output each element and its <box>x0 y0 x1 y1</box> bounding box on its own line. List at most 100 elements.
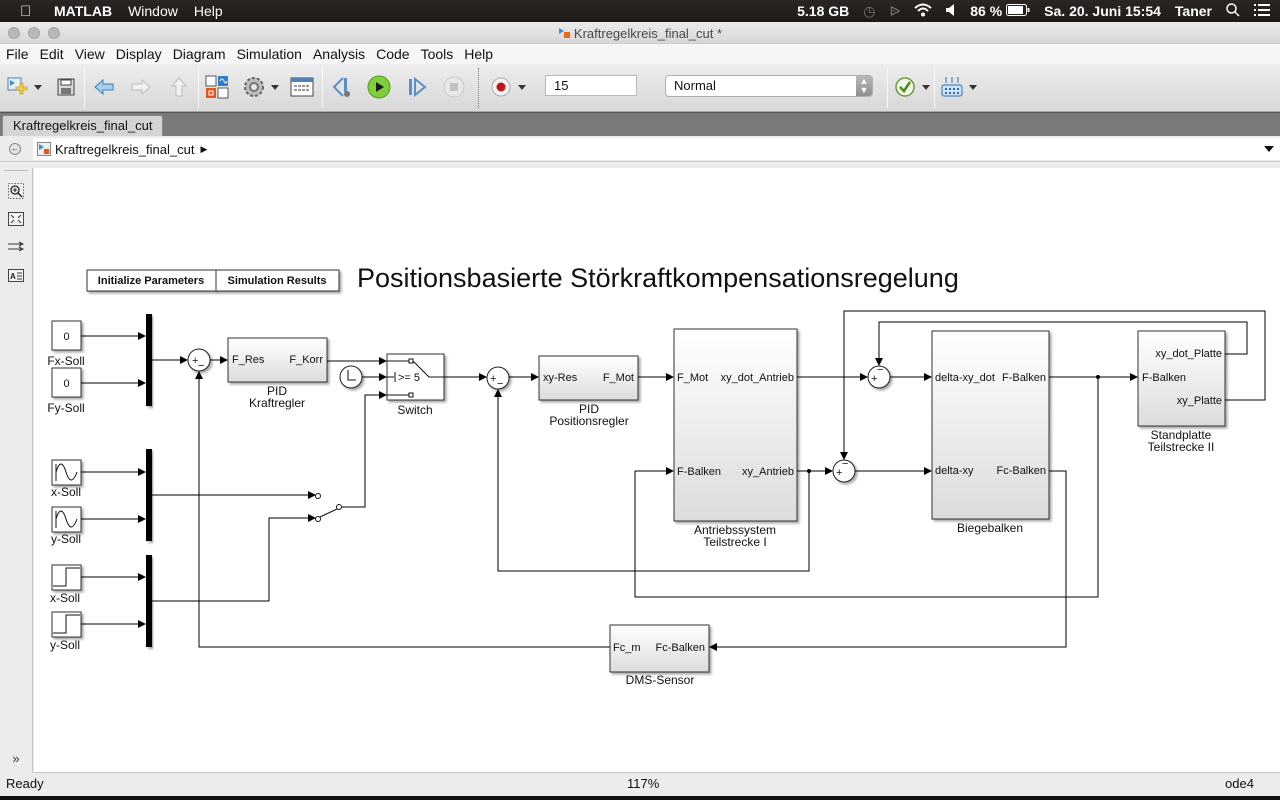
window-titlebar[interactable]: Kraftregelkreis_final_cut * <box>0 22 1280 44</box>
new-model-dropdown[interactable] <box>34 85 42 90</box>
toolbar: 15 Normal ▲▼ <box>0 64 1280 112</box>
stop-time-input[interactable]: 15 <box>545 75 637 96</box>
sum-position[interactable]: + − <box>486 366 510 390</box>
os-menu-help[interactable]: Help <box>193 3 223 19</box>
constant-fx-block[interactable]: 0 Fx-Soll <box>47 320 85 368</box>
app-menu[interactable]: MATLAB <box>54 3 113 19</box>
step-forward-button[interactable] <box>404 74 430 100</box>
mux-sine[interactable] <box>146 449 152 541</box>
forward-button[interactable] <box>128 74 154 100</box>
tab-model[interactable]: Kraftregelkreis_final_cut <box>2 115 164 136</box>
library-browser-button[interactable] <box>204 74 230 100</box>
bluetooth-icon[interactable]: ᐉ <box>889 2 901 19</box>
record-button[interactable] <box>488 74 514 100</box>
battery-percent: 86 % <box>970 3 1003 19</box>
breadcrumb: Kraftregelkreis_final_cut ▶ <box>33 138 1280 160</box>
simulink-model-icon <box>37 142 51 156</box>
sine-y-block[interactable]: y-Soll <box>51 506 82 546</box>
os-menu-window[interactable]: Window <box>128 3 178 19</box>
up-button[interactable] <box>166 74 192 100</box>
save-button[interactable] <box>53 74 79 100</box>
back-button[interactable] <box>91 74 117 100</box>
breadcrumb-dropdown-icon[interactable] <box>1264 146 1274 152</box>
sim-results-button[interactable]: Simulation Results <box>215 269 340 292</box>
sum-force[interactable]: + − <box>187 348 211 372</box>
time-machine-icon[interactable]: ◷ <box>863 2 876 19</box>
model-explorer-button[interactable] <box>289 74 315 100</box>
step-icon <box>53 567 80 587</box>
clock[interactable]: Sa. 20. Juni 15:54 <box>1044 3 1161 19</box>
fit-view-icon <box>8 212 24 226</box>
model-config-button[interactable] <box>241 74 267 100</box>
menu-file[interactable]: File <box>6 46 29 62</box>
menu-edit[interactable]: Edit <box>39 46 64 62</box>
zoom-window-button[interactable] <box>48 26 60 39</box>
model-config-dropdown[interactable] <box>271 85 279 90</box>
sum-velocity[interactable]: + − <box>867 364 891 389</box>
step-y-block[interactable]: y-Soll <box>50 611 82 652</box>
wifi-icon[interactable] <box>914 3 932 20</box>
sine-x-block[interactable]: x-Soll <box>51 459 82 499</box>
apple-icon[interactable]:  <box>20 3 54 20</box>
menu-display[interactable]: Display <box>115 46 162 62</box>
constant-fy-block[interactable]: 0 Fy-Soll <box>47 367 85 415</box>
breadcrumb-model[interactable]: Kraftregelkreis_final_cut <box>55 141 195 157</box>
mux-step[interactable] <box>146 555 152 647</box>
menu-view[interactable]: View <box>74 46 105 62</box>
menu-analysis[interactable]: Analysis <box>312 46 366 62</box>
notification-center-icon[interactable] <box>1254 3 1270 19</box>
dms-sensor-block[interactable]: Fc_m Fc-Balken DMS-Sensor <box>609 624 710 687</box>
init-params-button[interactable]: Initialize Parameters <box>86 269 217 292</box>
build-dropdown[interactable] <box>969 85 977 90</box>
stop-button[interactable] <box>441 74 467 100</box>
menu-help[interactable]: Help <box>464 46 494 62</box>
model-advisor-button[interactable] <box>892 74 918 100</box>
annotation-button[interactable]: A <box>8 267 24 283</box>
beam-block[interactable]: delta-xy_dot delta-xy F-Balken Fc-Balken… <box>931 330 1050 535</box>
build-button[interactable] <box>939 74 965 100</box>
record-dropdown[interactable] <box>518 85 526 90</box>
spotlight-icon[interactable] <box>1226 2 1240 20</box>
close-window-button[interactable] <box>8 26 20 39</box>
fit-to-view-button[interactable] <box>8 211 24 227</box>
menu-tools[interactable]: Tools <box>420 46 454 62</box>
step-x-block[interactable]: x-Soll <box>50 564 82 605</box>
svg-text:Fc-Balken: Fc-Balken <box>996 465 1046 477</box>
menu-simulation[interactable]: Simulation <box>236 46 302 62</box>
play-icon <box>367 75 391 99</box>
run-button[interactable] <box>366 74 392 100</box>
model-advisor-dropdown[interactable] <box>922 85 930 90</box>
arrow-right-icon <box>131 78 151 96</box>
hide-browser-button[interactable]: ← <box>9 143 21 155</box>
menu-code[interactable]: Code <box>376 46 410 62</box>
svg-text:−: − <box>198 360 204 372</box>
route-lines-button[interactable] <box>8 239 24 255</box>
mux-force[interactable] <box>146 314 152 406</box>
svg-text:Standplatte: Standplatte <box>1151 428 1212 442</box>
expand-palette-icon[interactable]: » <box>12 750 20 766</box>
plate-block[interactable]: F-Balken xy_dot_Platte xy_Platte Standpl… <box>1137 330 1226 454</box>
minimize-window-button[interactable] <box>28 26 40 39</box>
svg-text:Biegebalken: Biegebalken <box>957 521 1023 535</box>
svg-text:F_Mot: F_Mot <box>677 372 708 384</box>
build-icon <box>941 77 963 97</box>
volume-icon[interactable] <box>946 3 956 19</box>
menu-diagram[interactable]: Diagram <box>172 46 226 62</box>
step-back-button[interactable] <box>330 74 356 100</box>
pid-force-block[interactable]: F_Res F_Korr PID Kraftregler <box>227 337 328 410</box>
simulation-mode-select[interactable]: Normal ▲▼ <box>665 75 873 97</box>
battery-icon[interactable] <box>1006 3 1030 19</box>
breadcrumb-arrow-icon[interactable]: ▶ <box>200 143 208 154</box>
clock-block[interactable] <box>339 365 363 389</box>
switch-block[interactable]: >= 5 Switch <box>386 353 445 417</box>
user-name[interactable]: Taner <box>1174 3 1212 19</box>
pid-position-block[interactable]: xy-Res F_Mot PID Positionsregler <box>538 355 639 428</box>
sum-displacement[interactable]: + − <box>832 458 856 483</box>
drive-system-block[interactable]: F_Mot F-Balken xy_dot_Antrieb xy_Antrieb… <box>673 328 798 549</box>
svg-text:DMS-Sensor: DMS-Sensor <box>626 673 695 687</box>
diagram-canvas[interactable]: Initialize Parameters Simulation Results… <box>34 168 1280 773</box>
new-model-button[interactable] <box>4 74 30 100</box>
zoom-area-button[interactable] <box>8 183 24 199</box>
manual-switch[interactable] <box>315 493 342 522</box>
svg-text:Switch: Switch <box>397 403 432 417</box>
